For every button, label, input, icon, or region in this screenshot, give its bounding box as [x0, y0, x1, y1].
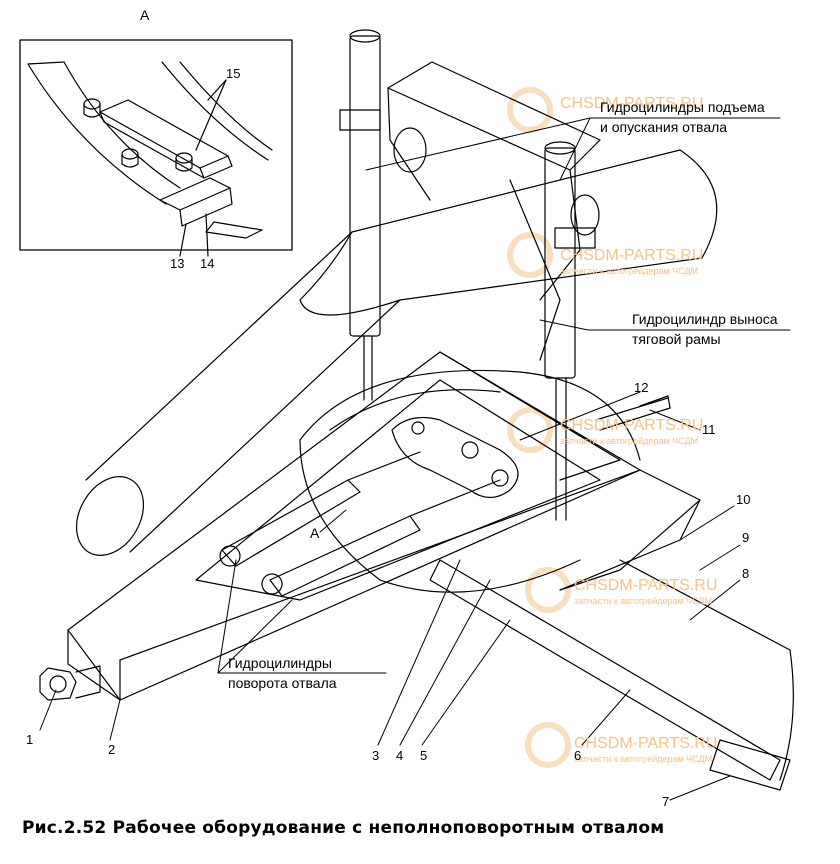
- label-lift-cylinders-2: и опускания отвала: [600, 119, 727, 135]
- callout-15: 15: [226, 66, 240, 81]
- side-beam: [429, 559, 794, 791]
- svg-text:запчасти к автогрейдерам ЧСДМ: запчасти к автогрейдерам ЧСДМ: [560, 266, 698, 276]
- watermark-text: CHSDM-PARTS.RU CHSDM-PARTS.RU запчасти к…: [560, 95, 717, 764]
- inset-view-label: A: [310, 525, 320, 541]
- watermark-logo: [507, 87, 571, 768]
- svg-text:CHSDM-PARTS.RU: CHSDM-PARTS.RU: [574, 577, 717, 594]
- svg-text:CHSDM-PARTS.RU: CHSDM-PARTS.RU: [560, 95, 703, 112]
- svg-text:CHSDM-PARTS.RU: CHSDM-PARTS.RU: [560, 417, 703, 434]
- threaded-rod: [595, 395, 671, 431]
- svg-text:запчасти к автогрейдерам ЧСДМ: запчасти к автогрейдерам ЧСДМ: [560, 436, 698, 446]
- callout-4: 4: [396, 748, 403, 763]
- callout-7: 7: [662, 794, 669, 809]
- callout-1: 1: [26, 732, 33, 747]
- callout-9: 9: [742, 530, 749, 545]
- leader-lines: [39, 117, 791, 801]
- view-label: A: [140, 7, 150, 23]
- callout-5: 5: [420, 748, 427, 763]
- label-lift-cylinders-1: Гидроцилиндры подъема: [600, 99, 765, 115]
- callout-2: 2: [108, 742, 115, 757]
- callout-10: 10: [736, 492, 750, 507]
- callout-3: 3: [372, 748, 379, 763]
- moldboard-blade: [75, 149, 718, 556]
- linkage-plate: [391, 417, 519, 499]
- callout-14: 14: [200, 256, 214, 271]
- callout-6: 6: [574, 748, 581, 763]
- rotate-cylinders: [219, 451, 501, 597]
- label-sideshift-2: тяговой рамы: [632, 331, 721, 347]
- label-rotate-1: Гидроцилиндры: [228, 655, 332, 671]
- svg-text:запчасти к автогрейдерам ЧСДМ: запчасти к автогрейдерам ЧСДМ: [574, 754, 712, 764]
- label-sideshift-1: Гидроцилиндр выноса: [632, 311, 778, 327]
- label-rotate-2: поворота отвала: [228, 675, 337, 691]
- inset-view-a: [19, 39, 293, 257]
- svg-text:CHSDM-PARTS.RU: CHSDM-PARTS.RU: [574, 735, 717, 752]
- callout-12: 12: [634, 380, 648, 395]
- ball-joint: [39, 665, 101, 701]
- svg-text:запчасти к автогрейдерам ЧСДМ: запчасти к автогрейдерам ЧСДМ: [574, 596, 712, 606]
- turntable-circle: [299, 369, 641, 593]
- drawbar-frame: [67, 351, 701, 701]
- figure-caption: Рис.2.52 Рабочее оборудование с неполноп…: [22, 818, 665, 838]
- callout-13: 13: [170, 256, 184, 271]
- callout-8: 8: [742, 566, 749, 581]
- lift-bracket: [339, 61, 601, 361]
- callout-11: 11: [702, 422, 716, 437]
- svg-text:CHSDM-PARTS.RU: CHSDM-PARTS.RU: [560, 247, 703, 264]
